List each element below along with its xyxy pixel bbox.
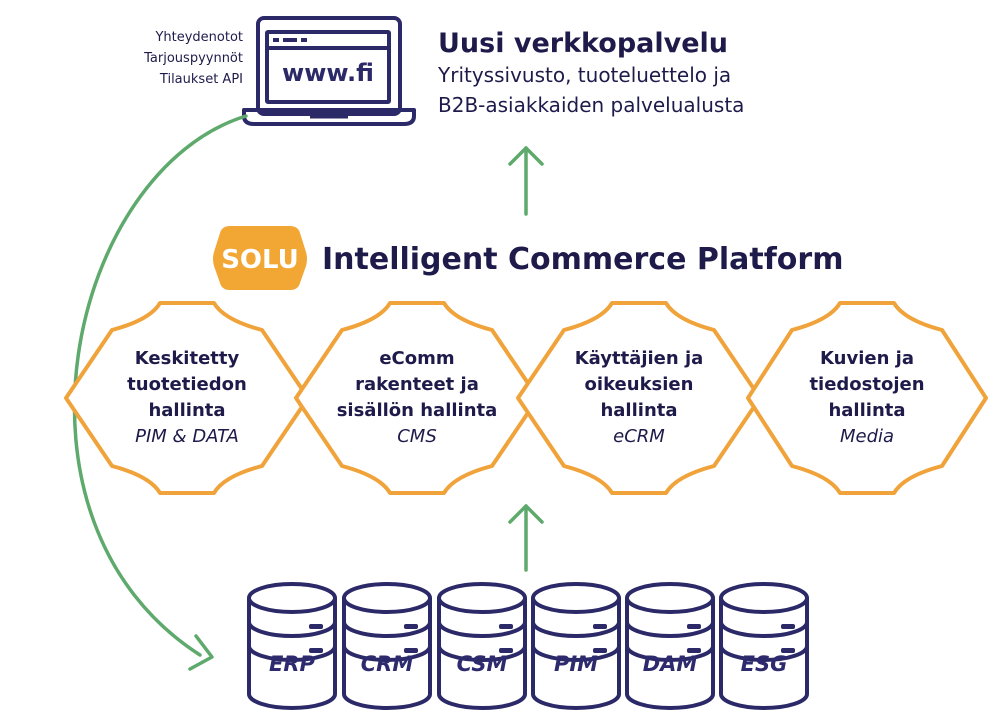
laptop-icon xyxy=(242,16,416,126)
database-icon xyxy=(437,582,527,710)
module-cms-line-3: sisällön hallinta xyxy=(337,400,498,421)
module-ecrm-sub: eCRM xyxy=(613,426,665,447)
laptop-screen-text: www.fi xyxy=(282,59,374,87)
arrow-up-icon xyxy=(508,146,544,216)
database-csm: CSM xyxy=(437,582,527,710)
database-erp: ERP xyxy=(247,582,337,710)
database-label-esg: ESG xyxy=(741,652,788,676)
browser-dots xyxy=(273,38,307,42)
module-pim-line-3: hallinta xyxy=(148,400,225,421)
module-media-line-2: tiedostojen xyxy=(809,374,924,395)
side-label-contacts: Yhteydenotot xyxy=(154,30,243,45)
database-icon xyxy=(625,582,715,710)
database-icon xyxy=(719,582,809,710)
module-pim-line-1: Keskitetty xyxy=(135,348,240,369)
arrow-up-icon-lower xyxy=(508,504,544,572)
module-media-sub: Media xyxy=(840,426,894,447)
platform-title: Intelligent Commerce Platform xyxy=(322,242,843,277)
service-title: Uusi verkkopalvelu xyxy=(438,28,728,59)
database-icon xyxy=(247,582,337,710)
database-label-erp: ERP xyxy=(269,652,316,676)
module-hex-media: Kuvien ja tiedostojen hallinta Media xyxy=(746,301,988,495)
database-crm: CRM xyxy=(342,582,432,710)
solu-logo-text: SOLU xyxy=(221,245,299,275)
side-label-quotes: Tarjouspyynnöt xyxy=(143,51,243,66)
database-esg: ESG xyxy=(719,582,809,710)
database-pim: PIM xyxy=(531,582,621,710)
solu-logo: SOLU xyxy=(213,226,307,290)
module-hex-pim: Keskitetty tuotetiedon hallinta PIM & DA… xyxy=(64,301,310,495)
database-icon xyxy=(342,582,432,710)
database-label-pim: PIM xyxy=(554,652,598,676)
module-hex-cms: eComm rakenteet ja sisällön hallinta CMS xyxy=(294,301,540,495)
module-ecrm-line-3: hallinta xyxy=(600,400,677,421)
curved-arrow-icon xyxy=(72,114,248,671)
database-dam: DAM xyxy=(625,582,715,710)
module-ecrm-line-2: oikeuksien xyxy=(585,374,694,395)
database-label-dam: DAM xyxy=(643,652,698,676)
module-cms-line-1: eComm xyxy=(379,348,454,369)
module-hex-ecrm: Käyttäjien ja oikeuksien hallinta eCRM xyxy=(516,301,762,495)
module-media-line-3: hallinta xyxy=(828,400,905,421)
module-ecrm-line-1: Käyttäjien ja xyxy=(575,348,704,369)
module-pim-sub: PIM & DATA xyxy=(135,426,239,447)
module-cms-line-2: rakenteet ja xyxy=(355,374,479,395)
service-subtitle-line-1: Yritys­sivusto, tuoteluettelo ja xyxy=(437,63,731,87)
database-label-crm: CRM xyxy=(361,652,414,676)
database-icon xyxy=(531,582,621,710)
module-pim-line-2: tuotetiedon xyxy=(127,374,247,395)
service-subtitle-line-2: B2B-asiakkaiden palvelualusta xyxy=(438,93,744,117)
module-cms-sub: CMS xyxy=(397,426,437,447)
side-label-orders: Tilaukset API xyxy=(159,72,243,87)
module-media-line-1: Kuvien ja xyxy=(820,348,914,369)
database-label-csm: CSM xyxy=(457,652,508,676)
